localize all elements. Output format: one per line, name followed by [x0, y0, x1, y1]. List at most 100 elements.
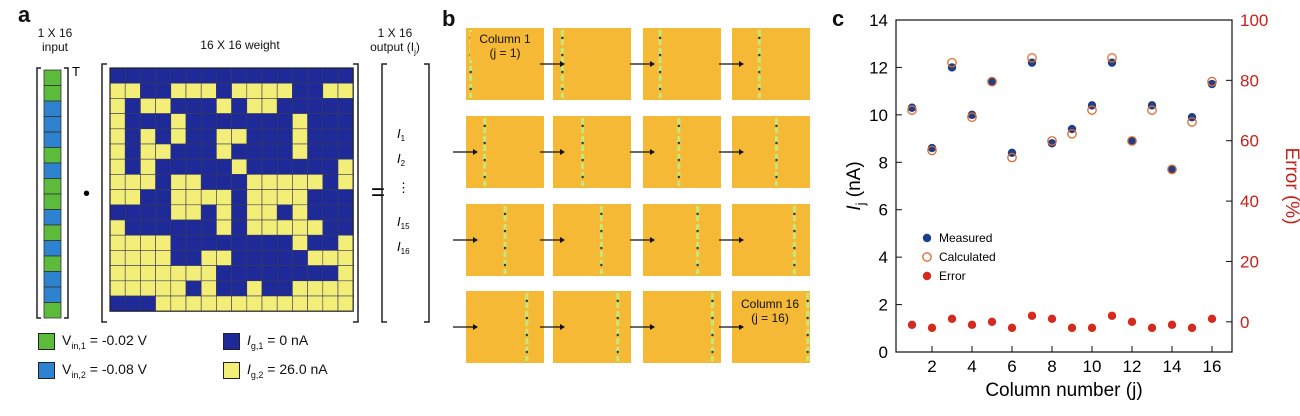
weight-cell	[140, 113, 156, 130]
weight-cell	[140, 67, 156, 84]
data-point-error	[947, 314, 957, 323]
weight-cell	[185, 280, 202, 297]
weight-cell	[155, 174, 172, 190]
weight-cell	[276, 143, 293, 160]
trace-node	[711, 350, 714, 354]
trace-node	[561, 87, 564, 91]
weight-cell	[292, 128, 308, 145]
weight-cell	[246, 204, 263, 221]
data-point-error	[907, 320, 917, 330]
weight-cell	[246, 113, 263, 130]
weight-cell	[155, 265, 172, 282]
output-item: I16	[397, 239, 410, 256]
input-cell	[43, 131, 62, 148]
weight-cell	[337, 128, 354, 145]
weight-cell	[276, 128, 293, 145]
panel-b-graphic	[453, 28, 810, 363]
y-tick-label: 6	[879, 201, 888, 220]
weight-cell	[246, 265, 263, 282]
weight-cell	[109, 128, 126, 145]
weight-cell	[322, 250, 339, 266]
weight-cell	[140, 250, 156, 266]
flow-arrowhead	[650, 61, 655, 67]
trace-node	[775, 124, 778, 128]
weight-cell	[231, 234, 248, 251]
weight-cell	[185, 174, 202, 190]
weight-cell	[216, 143, 232, 160]
simulation-tile	[732, 204, 810, 276]
weight-cell	[109, 250, 126, 266]
weight-cell	[140, 234, 156, 251]
output-bracket-left	[381, 63, 387, 323]
weight-cell	[292, 265, 308, 282]
trace-node	[600, 212, 603, 216]
data-point-error	[1067, 323, 1077, 333]
weight-cell	[170, 82, 187, 99]
weight-cell	[292, 98, 308, 114]
weight-cell	[246, 189, 263, 206]
weight-cell	[216, 113, 232, 130]
data-point-error	[1167, 320, 1177, 330]
weight-cell	[140, 128, 156, 145]
weight-cell	[216, 98, 232, 114]
weight-cell	[337, 280, 354, 297]
trace-node	[677, 141, 681, 145]
input-cell	[43, 178, 62, 195]
weight-cell	[261, 204, 278, 221]
weight-cell	[337, 250, 354, 266]
weight-cell	[307, 280, 324, 297]
weight-cell	[185, 204, 202, 221]
weight-cell	[261, 219, 278, 236]
data-point-error	[1087, 323, 1097, 333]
legend-vin1-label: Vin,1 = -0.02 V	[62, 332, 147, 351]
weight-cell	[109, 204, 126, 221]
weight-cell	[155, 113, 172, 130]
panel-a-letter: a	[18, 2, 31, 27]
trace-node	[483, 175, 486, 179]
flow-arrowhead	[473, 324, 478, 330]
input-cell	[43, 271, 62, 288]
weight-cell	[292, 219, 308, 236]
input-cell	[43, 85, 62, 102]
weight-cell	[337, 158, 354, 175]
data-point-calculated	[1107, 53, 1117, 63]
weight-cell	[140, 219, 156, 236]
weight-cell	[185, 67, 202, 84]
trace-node	[658, 53, 662, 57]
trace-node	[658, 36, 662, 40]
weight-cell	[292, 174, 308, 190]
weight-cell	[216, 295, 232, 312]
matrix-bracket-left	[101, 63, 107, 323]
weight-cell	[170, 98, 187, 114]
weight-cell	[200, 158, 217, 175]
legend-marker	[922, 233, 932, 243]
weight-cell	[231, 128, 248, 145]
weight-cell	[261, 98, 278, 114]
weight-cell	[170, 234, 187, 251]
data-point-calculated	[1047, 136, 1057, 146]
trace-node	[806, 333, 809, 337]
trace-node	[581, 175, 584, 179]
weight-cell	[261, 250, 278, 266]
y-tick-label: 8	[879, 153, 888, 172]
data-point-calculated	[1187, 117, 1197, 127]
data-point-measured	[1127, 136, 1137, 146]
trace-node	[758, 70, 761, 74]
weight-cell	[200, 82, 217, 99]
weight-cell	[155, 67, 172, 84]
weight-cell	[109, 143, 126, 160]
output-label-end: )	[415, 40, 420, 54]
flow-arrowhead	[739, 149, 744, 155]
input-cell	[43, 209, 62, 226]
legend-ig2: Ig,2 = 26.0 nA	[223, 361, 328, 380]
data-point-error	[1127, 317, 1137, 327]
x-tick-label: 6	[1007, 357, 1016, 376]
x-tick-label: 10	[1083, 357, 1102, 376]
trace-node	[525, 350, 529, 354]
trace-node	[483, 124, 486, 128]
trace-node	[525, 299, 529, 303]
data-point-error	[1107, 311, 1117, 320]
weight-cell	[231, 265, 248, 282]
